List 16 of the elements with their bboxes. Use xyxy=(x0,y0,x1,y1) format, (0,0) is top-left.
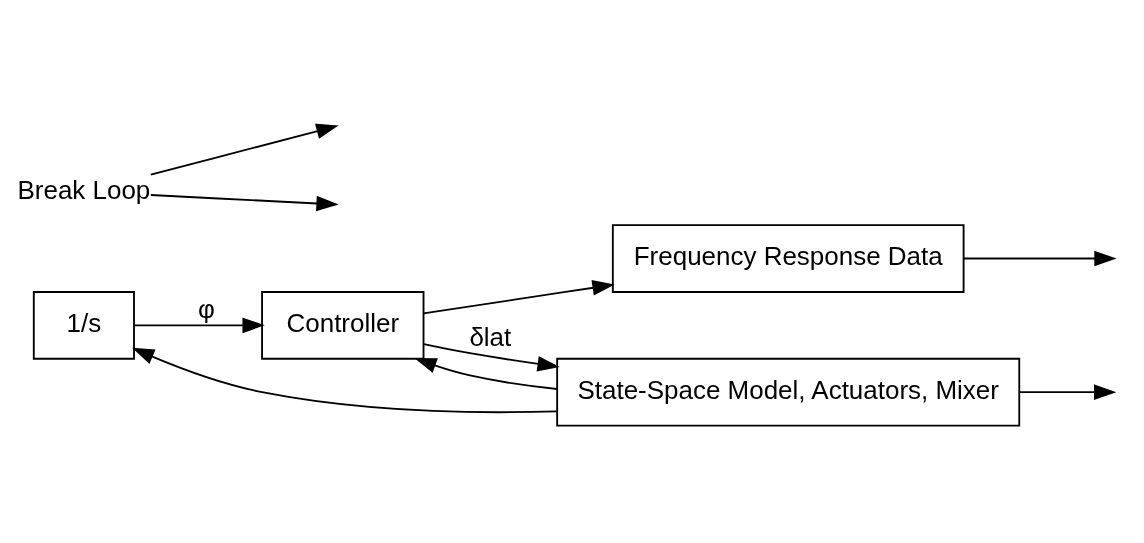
arrow xyxy=(1019,383,1117,400)
arrow xyxy=(422,279,615,314)
arrow xyxy=(414,357,558,390)
node-text: Break Loop xyxy=(17,174,151,205)
arrow xyxy=(149,123,339,176)
arrow xyxy=(423,342,560,372)
node-box: State-Space Model, Actuators, Mixer xyxy=(556,357,1021,426)
edge-label: φ xyxy=(197,293,215,324)
node-box: Frequency Response Data xyxy=(611,223,965,293)
arrow xyxy=(149,193,339,211)
node-box: 1/s xyxy=(32,290,135,360)
arrow xyxy=(133,317,265,333)
edge-label: δlat xyxy=(469,321,512,352)
arrow xyxy=(132,347,558,413)
arrow xyxy=(963,250,1117,266)
node-box: Controller xyxy=(261,290,425,360)
